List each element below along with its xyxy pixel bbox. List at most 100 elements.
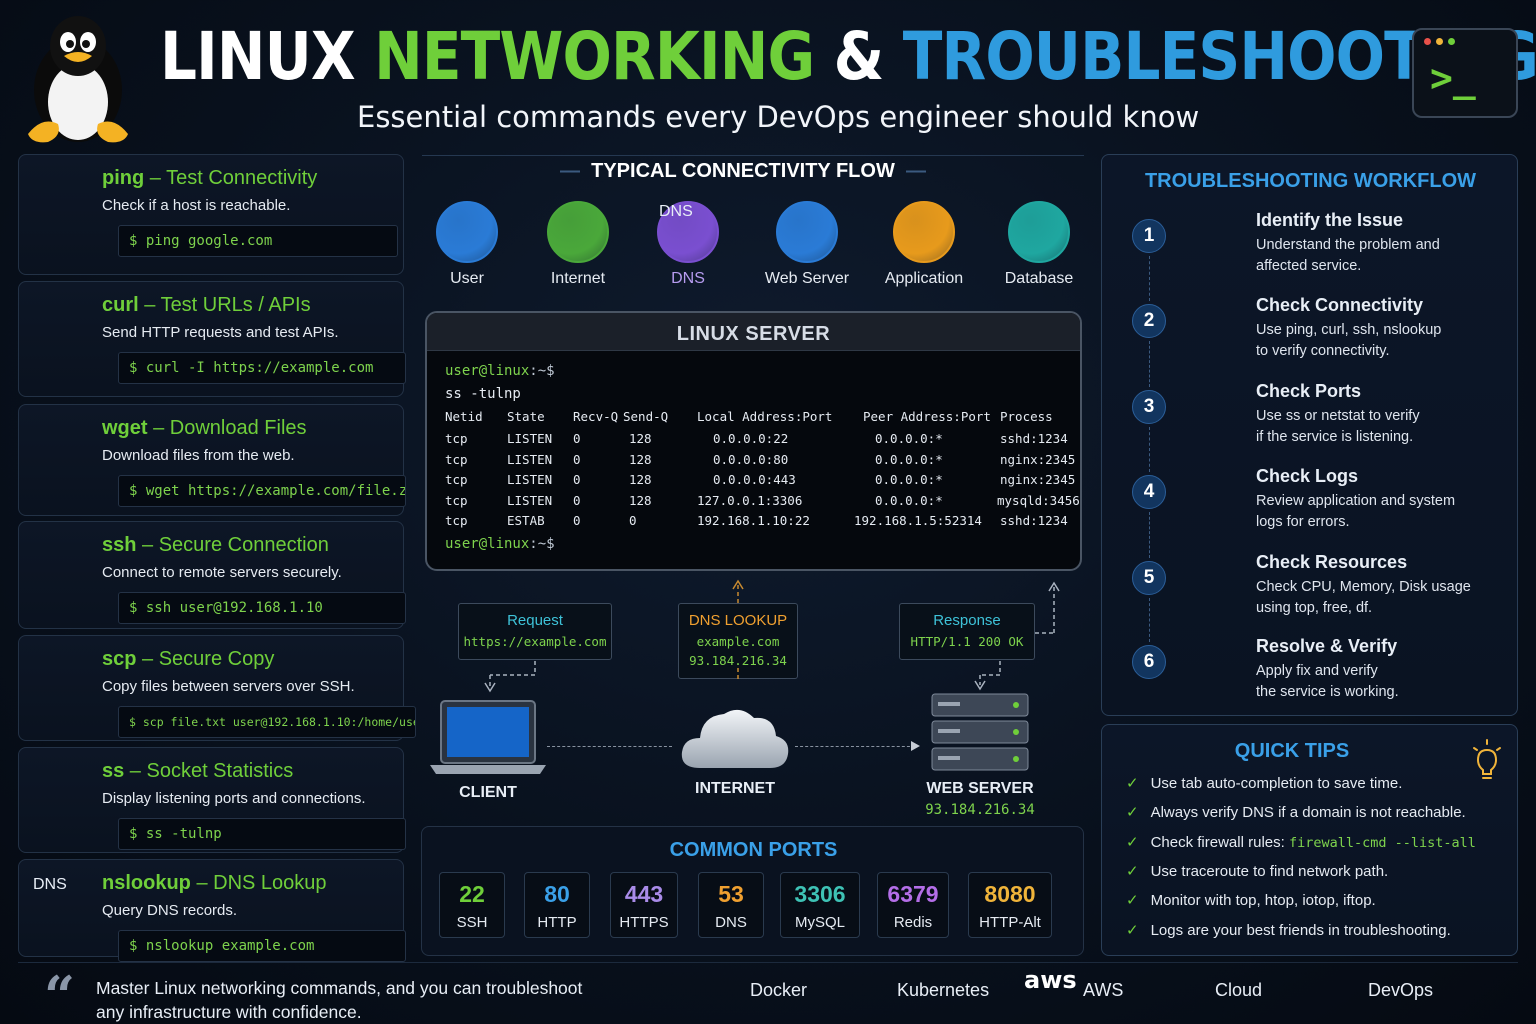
port-number: 6379	[887, 881, 939, 907]
svg-text:DNS: DNS	[659, 203, 693, 220]
diagram-connectors	[484, 579, 1060, 693]
quick-tip: ✓Always verify DNS if a domain is not re…	[1126, 803, 1466, 821]
command-title: – DNS Lookup	[190, 872, 327, 894]
workflow-step-desc-2: using top, free, df.	[1256, 600, 1373, 616]
title-ampersand: &	[814, 18, 903, 95]
flow-node-dns: DNS	[657, 201, 719, 263]
flow-title: — TYPICAL CONNECTIVITY FLOW —	[560, 160, 926, 182]
table-cell: 0.0.0.0:*	[875, 492, 943, 508]
table-cell: 0.0.0.0:*	[875, 472, 943, 487]
cloud-icon	[1160, 970, 1208, 1010]
workflow-step-desc-1: Apply fix and verify	[1256, 663, 1378, 679]
webserver-ip: 93.184.216.34	[925, 802, 1035, 818]
workflow-step-title: Check Logs	[1256, 466, 1359, 486]
terminal-prompt: >_	[1430, 56, 1476, 100]
table-cell: 0.0.0.0:*	[875, 451, 943, 467]
flow-node-application	[893, 201, 955, 263]
workflow-step-number: 2	[1132, 304, 1166, 338]
workflow-step-desc-1: Use ss or netstat to verify	[1256, 408, 1420, 424]
command-name: ping	[102, 167, 145, 189]
table-cell: tcp	[445, 513, 468, 528]
request-title: Request	[507, 612, 563, 629]
port-number: 80	[544, 881, 570, 907]
command-example[interactable]: $ wget https://example.com/file.zip	[118, 475, 406, 507]
terminal-prompt-2: user@linux:~$	[445, 536, 555, 552]
table-cell: 128	[629, 451, 652, 467]
dns-lookup-domain: example.com	[696, 634, 780, 649]
quote-line-2: any infrastructure with confidence.	[96, 1002, 362, 1022]
workflow-step-number: 4	[1132, 475, 1166, 509]
workflow-step-title: Identify the Issue	[1256, 210, 1404, 230]
table-cell: tcp	[445, 472, 468, 487]
quick-tip: ✓Use traceroute to find network path.	[1126, 862, 1388, 880]
page-title: LINUX NETWORKING & TROUBLESHOOTING	[160, 14, 1536, 100]
command-example[interactable]: $ ssh user@192.168.1.10	[118, 592, 406, 624]
title-linux: LINUX	[160, 18, 375, 95]
table-column-header: Netid	[445, 409, 483, 424]
network-nodes-icon	[1184, 384, 1234, 434]
folder-icon	[33, 652, 89, 708]
command-example[interactable]: $ nslookup example.com	[118, 930, 406, 962]
quote-line-1: Master Linux networking commands, and yo…	[96, 978, 583, 998]
dns-lookup-box: DNS LOOKUP example.com 93.184.216.34	[678, 603, 798, 679]
brand-label: AWS	[1083, 980, 1124, 1000]
command-heading: scp – Secure Copy	[102, 648, 274, 671]
workflow-step-desc-2: the service is working.	[1256, 684, 1399, 700]
command-description: Display listening ports and connections.	[102, 790, 366, 807]
flow-node-label: Database	[1004, 270, 1074, 287]
workflow-step-title: Check Resources	[1256, 552, 1408, 572]
table-cell: sshd:1234	[1000, 431, 1068, 446]
linux-penguin-logo	[28, 16, 128, 143]
command-heading: ping – Test Connectivity	[102, 167, 317, 190]
table-cell: LISTEN	[507, 451, 553, 467]
check-circle-icon	[1184, 639, 1234, 689]
command-example[interactable]: $ scp file.txt user@192.168.1.10:/home/u…	[118, 706, 416, 738]
workflow-step-desc-2: logs for errors.	[1256, 514, 1350, 530]
port-number: 443	[624, 881, 664, 907]
command-name: ss	[102, 760, 125, 782]
footer-quote: Master Linux networking commands, and yo…	[96, 976, 582, 1024]
command-example[interactable]: $ ping google.com	[118, 225, 398, 257]
port-name: Redis	[893, 914, 933, 931]
dns-lookup-ip: 93.184.216.34	[689, 653, 787, 668]
brand-label: Kubernetes	[897, 980, 990, 1000]
table-cell: 0.0.0.0:443	[713, 472, 796, 487]
brand-label: Docker	[750, 980, 808, 1000]
checkmark-icon: ✓	[1126, 833, 1139, 851]
quick-tip: ✓Use tab auto-completion to save time.	[1126, 774, 1402, 792]
arrow-right-icon	[911, 741, 920, 751]
command-example[interactable]: $ ss -tulnp	[118, 818, 406, 850]
table-cell: tcp	[445, 492, 468, 508]
quick-tip: ✓Monitor with top, htop, iotop, iftop.	[1126, 891, 1376, 909]
command-example[interactable]: $ curl -I https://example.com	[118, 352, 406, 384]
target-icon	[1184, 213, 1234, 263]
command-name: ssh	[102, 534, 137, 556]
workflow-step-number: 6	[1132, 645, 1166, 679]
footer-divider	[18, 962, 1518, 963]
quote-icon: “	[44, 964, 76, 1024]
server-title: LINUX SERVER	[427, 313, 1080, 351]
arrow-right-icon	[506, 226, 539, 238]
port-name: DNS	[715, 914, 747, 931]
checkmark-icon: ✓	[1126, 862, 1139, 880]
request-box: Request https://example.com	[458, 603, 612, 660]
table-column-header: Peer Address:Port	[863, 409, 991, 424]
lock-icon	[33, 538, 89, 594]
workflow-step-desc-2: to verify connectivity.	[1256, 343, 1390, 359]
page-subtitle: Essential commands every DevOps engineer…	[357, 100, 1200, 134]
cloud-download-icon	[33, 298, 89, 354]
table-cell: 0	[573, 492, 581, 508]
flow-title-text: TYPICAL CONNECTIVITY FLOW	[591, 160, 895, 182]
flow-node-label: User	[450, 270, 484, 287]
magnifier-icon	[1184, 298, 1234, 348]
globe-icon	[33, 173, 89, 229]
command-name: curl	[102, 294, 139, 316]
